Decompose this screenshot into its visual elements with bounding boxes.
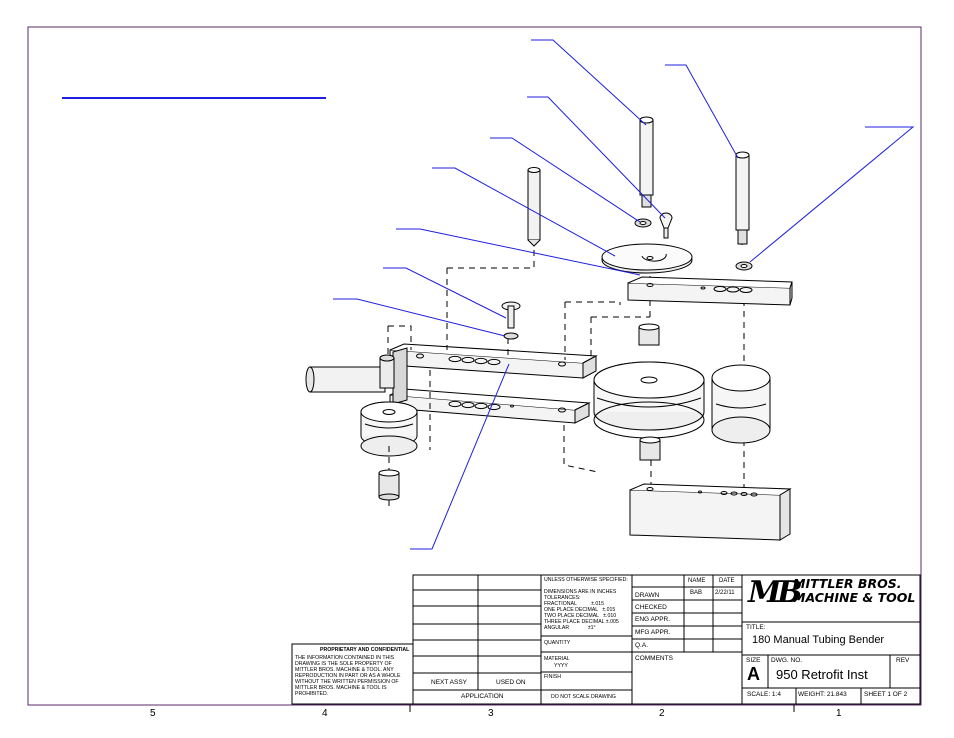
eng-appr-label: ENG APPR.: [635, 616, 671, 623]
zone-label-3: 3: [488, 708, 494, 719]
proprietary-line: MITTLER BROS. MACHINE & TOOL IS: [295, 685, 387, 691]
proprietary-line: WITHOUT THE WRITTEN PERMISSION OF: [295, 679, 399, 685]
title-block-grid: [291, 574, 921, 705]
drawn-name: BAB: [690, 590, 703, 596]
assembly-drawing: [305, 116, 793, 541]
quantity-label: QUANTITY: [544, 640, 571, 646]
used-on-label: USED ON: [496, 679, 526, 686]
sheet-text: SHEET 1 OF 2: [864, 691, 908, 698]
handle-bar: [309, 366, 386, 393]
dwg-no-value: 950 Retrofit Inst: [776, 667, 868, 682]
finish-label: FINISH: [544, 674, 562, 680]
drawn-label: DRAWN: [635, 592, 660, 599]
qa-label: Q.A.: [635, 642, 649, 649]
proprietary-line: PROHIBITED.: [295, 691, 329, 697]
zone-label-4: 4: [322, 708, 328, 719]
next-assy-label: NEXT ASSY: [431, 679, 468, 686]
tolerance-line: THREE PLACE DECIMAL ±.005: [544, 619, 619, 625]
date-header: DATE: [719, 578, 735, 584]
company-logo-mark: MB: [748, 575, 803, 610]
weight-text: WEIGHT: 21.843: [798, 691, 847, 698]
tolerance-line: DIMENSIONS ARE IN INCHES: [544, 589, 617, 595]
proprietary-line: MITTLER BROS. MACHINE & TOOL. ANY: [295, 667, 394, 673]
tolerance-line: ONE PLACE DECIMAL ±.015: [544, 607, 616, 613]
proprietary-line: THE INFORMATION CONTAINED IN THIS: [295, 655, 395, 661]
drawing-title: 180 Manual Tubing Bender: [752, 634, 885, 646]
title-label: TITLE:: [746, 624, 766, 631]
drawn-date: 2/22/11: [715, 590, 735, 596]
bottom-block: [629, 489, 781, 541]
material-label: MATERIAL: [544, 656, 570, 662]
tolerance-line: FRACTIONAL ±.015: [544, 601, 605, 607]
name-header: NAME: [688, 578, 706, 584]
zone-label-5: 5: [150, 708, 156, 719]
comments-label: COMMENTS: [635, 655, 673, 662]
no-scale-note: DO NOT SCALE DRAWING: [551, 694, 616, 700]
mfg-appr-label: MFG APPR.: [635, 629, 671, 636]
tolerance-line: ANGULAR ±1°: [544, 625, 596, 631]
size-label: SIZE: [746, 657, 761, 664]
tolerance-line: TOLERANCES:: [544, 595, 581, 601]
checked-label: CHECKED: [635, 604, 667, 611]
zone-label-1: 1: [836, 708, 842, 719]
company-name-line1: MITTLER BROS.: [793, 576, 902, 591]
company-name-line2: MACHINE & TOOL: [793, 590, 916, 605]
tolerances-header: UNLESS OTHERWISE SPECIFIED:: [544, 577, 628, 583]
proprietary-line: REPRODUCTION IN PART OR AS A WHOLE: [295, 673, 401, 679]
scale-text: SCALE: 1:4: [747, 691, 781, 698]
proprietary-heading: PROPRIETARY AND CONFIDENTIAL: [320, 647, 410, 653]
application-label: APPLICATION: [461, 693, 504, 700]
zone-label-2: 2: [659, 708, 665, 719]
sheet-border: [27, 26, 922, 706]
size-value: A: [747, 664, 760, 684]
zone-ticks: [409, 705, 795, 712]
dwg-no-label: DWG. NO.: [771, 657, 803, 664]
proprietary-line: DRAWING IS THE SOLE PROPERTY OF: [295, 661, 392, 667]
tolerance-line: TWO PLACE DECIMAL ±.010: [544, 613, 617, 619]
material-value: YYYY: [554, 663, 568, 669]
rev-label: REV: [896, 657, 910, 664]
leader-lines: [333, 39, 915, 550]
